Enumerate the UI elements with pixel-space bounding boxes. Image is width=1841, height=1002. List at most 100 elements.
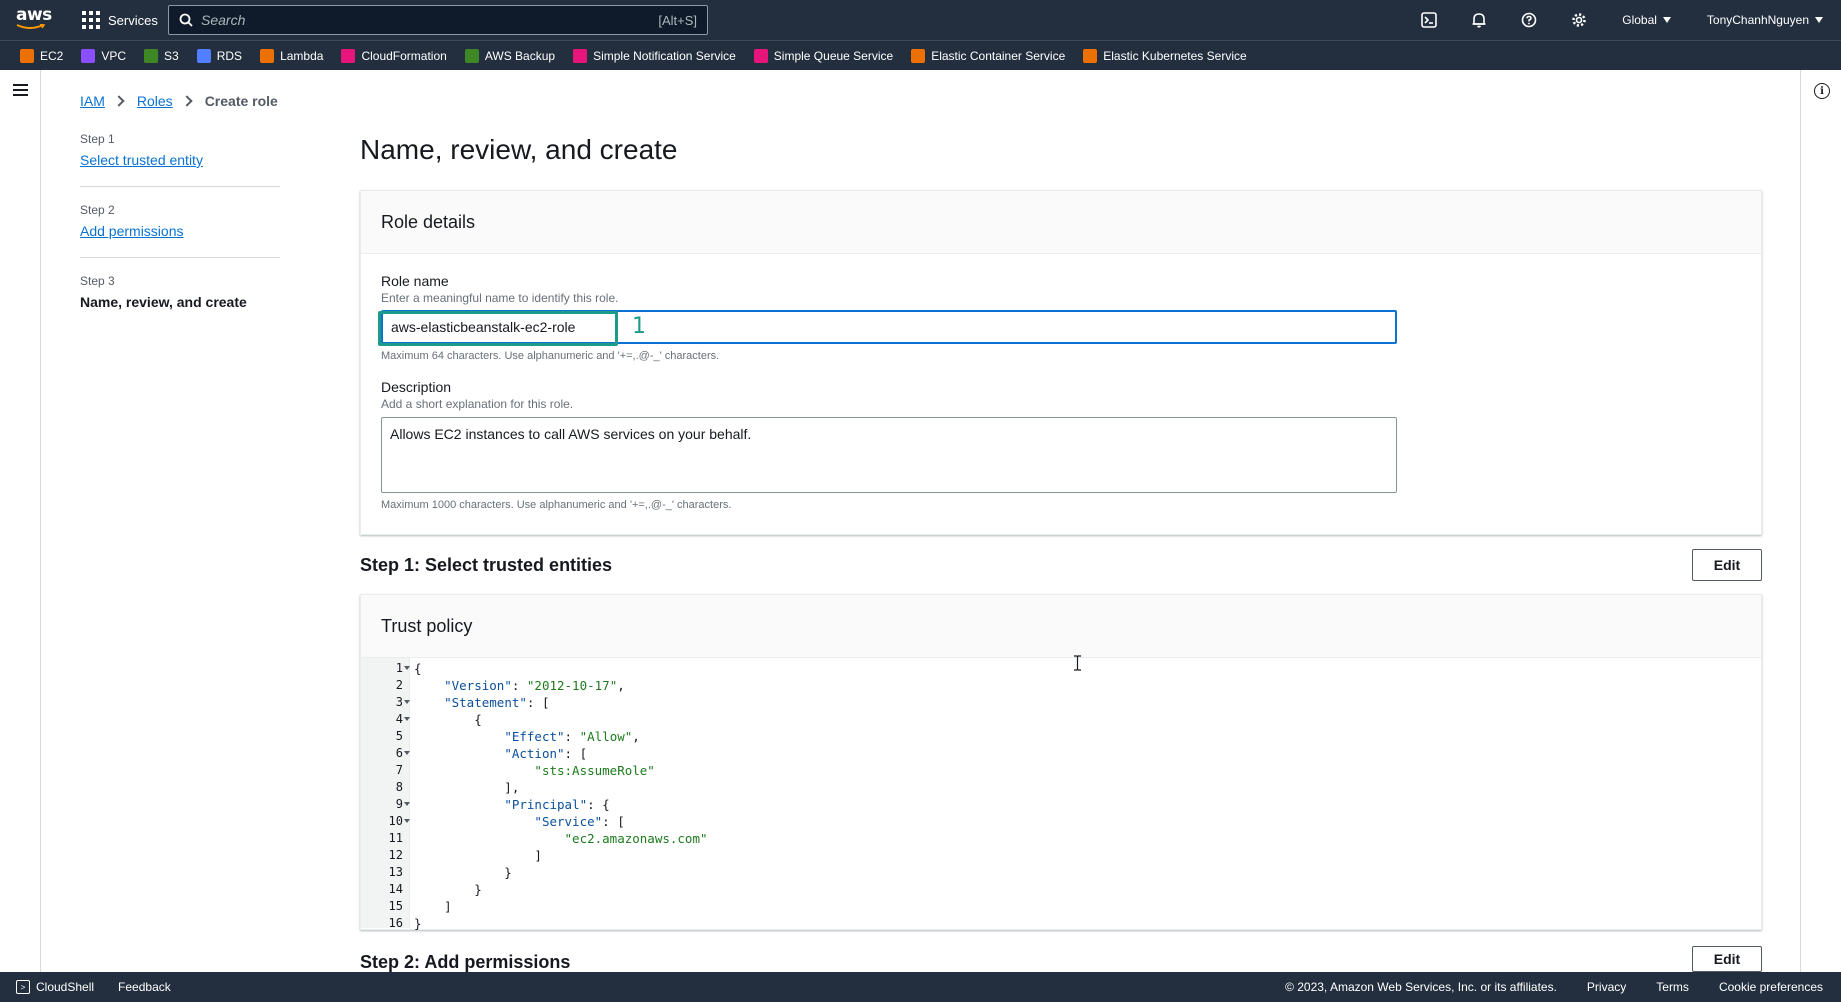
- step1-section-title: Step 1: Select trusted entities: [360, 555, 613, 575]
- breadcrumb: IAM Roles Create role: [80, 93, 278, 109]
- description-field: Description Add a short explanation for …: [381, 379, 1397, 511]
- breadcrumb-roles-link[interactable]: Roles: [136, 93, 173, 109]
- favorite-simple-notification-service[interactable]: Simple Notification Service: [573, 48, 736, 63]
- favorite-cloudformation[interactable]: CloudFormation: [341, 48, 447, 63]
- line-number: 15: [388, 899, 403, 913]
- role-details-panel: Role details Role name Enter a meaningfu…: [360, 190, 1762, 535]
- service-icon: [341, 48, 356, 63]
- right-rail: i: [1800, 70, 1841, 972]
- terminal-icon: [1421, 12, 1438, 28]
- cloudshell-label: CloudShell: [36, 980, 95, 994]
- region-selector[interactable]: Global: [1604, 13, 1689, 27]
- line-number: 9: [361, 796, 410, 813]
- service-icon: [573, 48, 588, 63]
- favorite-aws-backup[interactable]: AWS Backup: [464, 48, 556, 63]
- favorite-elastic-container-service[interactable]: Elastic Container Service: [911, 48, 1066, 63]
- breadcrumb-current: Create role: [204, 93, 278, 109]
- service-icon: [20, 48, 34, 63]
- line-number: 12: [388, 848, 403, 862]
- breadcrumb-iam-link[interactable]: IAM: [80, 93, 105, 109]
- service-icon: [144, 48, 159, 63]
- code-content[interactable]: { "Version": "2012-10-17", "Statement": …: [410, 658, 1761, 931]
- gear-icon: [1572, 13, 1586, 27]
- search-input[interactable]: [201, 12, 659, 28]
- step1-edit-button[interactable]: Edit: [1692, 549, 1762, 581]
- role-name-field: Role name Enter a meaningful name to ide…: [381, 273, 1397, 362]
- code-line: "sts:AssumeRole": [534, 763, 655, 778]
- favorite-elastic-kubernetes-service[interactable]: Elastic Kubernetes Service: [1083, 48, 1247, 63]
- role-name-desc: Enter a meaningful name to identify this…: [381, 291, 619, 305]
- code-line: "Service": [: [534, 814, 625, 829]
- line-number: 5: [395, 729, 403, 743]
- service-icon: [1083, 48, 1098, 63]
- services-label: Services: [108, 12, 158, 28]
- services-menu-button[interactable]: Services: [82, 8, 158, 32]
- line-number: 13: [388, 865, 403, 879]
- favorite-ec2[interactable]: EC2: [20, 48, 64, 63]
- favorite-lambda[interactable]: Lambda: [260, 48, 324, 63]
- step2-section-title: Step 2: Add permissions: [360, 952, 571, 972]
- favorite-label: S3: [164, 48, 179, 63]
- wizard-steps: Step 1 Select trusted entity Step 2 Add …: [80, 132, 280, 342]
- step-3-current: Name, review, and create: [80, 294, 247, 310]
- region-label: Global: [1622, 13, 1657, 27]
- aws-logo[interactable]: aws: [16, 6, 52, 34]
- cookie-preferences-link[interactable]: Cookie preferences: [1718, 980, 1823, 994]
- description-label: Description: [381, 379, 452, 395]
- step-1: Step 1 Select trusted entity: [80, 132, 280, 187]
- line-number: 3: [361, 694, 410, 711]
- step2-edit-button[interactable]: Edit: [1692, 946, 1762, 972]
- terms-link[interactable]: Terms: [1656, 980, 1689, 994]
- step-2: Step 2 Add permissions: [80, 203, 280, 258]
- text-cursor-icon: [1074, 655, 1081, 671]
- favorite-label: Elastic Container Service: [931, 48, 1066, 63]
- search-bar[interactable]: [Alt+S]: [168, 5, 708, 35]
- user-menu[interactable]: TonyChanhNguyen: [1689, 13, 1841, 27]
- favorite-label: RDS: [216, 48, 243, 63]
- line-number: 7: [395, 763, 403, 777]
- favorite-rds[interactable]: RDS: [196, 48, 243, 63]
- favorite-label: Lambda: [280, 48, 324, 63]
- favorite-label: AWS Backup: [484, 48, 556, 63]
- role-details-header: Role details: [361, 191, 1761, 254]
- description-textarea[interactable]: Allows EC2 instances to call AWS service…: [381, 417, 1397, 493]
- favorite-vpc[interactable]: VPC: [81, 48, 126, 63]
- code-line: "Version": "2012-10-17",: [444, 678, 625, 693]
- help-button[interactable]: [1504, 0, 1554, 40]
- cloudshell-nav-button[interactable]: [1404, 0, 1454, 40]
- favorite-label: EC2: [40, 48, 64, 63]
- favorite-simple-queue-service[interactable]: Simple Queue Service: [753, 48, 893, 63]
- info-icon[interactable]: i: [1814, 83, 1830, 99]
- step-2-link[interactable]: Add permissions: [80, 223, 184, 239]
- privacy-link[interactable]: Privacy: [1586, 980, 1627, 994]
- menu-toggle-button[interactable]: [13, 84, 28, 96]
- favorite-s3[interactable]: S3: [144, 48, 179, 63]
- step-2-label: Step 2: [80, 203, 115, 217]
- settings-button[interactable]: [1554, 0, 1604, 40]
- search-shortcut: [Alt+S]: [658, 12, 697, 28]
- notifications-button[interactable]: [1454, 0, 1504, 40]
- feedback-link[interactable]: Feedback: [118, 980, 171, 994]
- user-name: TonyChanhNguyen: [1706, 13, 1809, 27]
- role-name-input[interactable]: [381, 310, 1397, 344]
- left-rail: [0, 70, 41, 972]
- bell-icon: [1472, 13, 1486, 28]
- code-line: ]: [414, 899, 452, 914]
- line-number: 2: [395, 678, 403, 692]
- code-line: "Action": [: [504, 746, 588, 761]
- favorite-label: CloudFormation: [361, 48, 447, 63]
- grid-icon: [82, 11, 100, 29]
- favorites-bar: EC2 VPC S3 RDS Lambda CloudFormation AWS Backu…: [0, 40, 1841, 70]
- description-desc: Add a short explanation for this role.: [381, 397, 574, 411]
- step-1-link[interactable]: Select trusted entity: [80, 152, 203, 168]
- code-line: ]: [414, 848, 542, 863]
- service-icon: [260, 48, 275, 63]
- service-icon: [911, 48, 926, 63]
- help-icon: [1521, 12, 1537, 28]
- top-navigation: aws Services [Alt+S]: [0, 0, 1841, 40]
- aws-smile-icon: [16, 24, 46, 29]
- cloudshell-button[interactable]: > CloudShell: [16, 980, 94, 994]
- step-3-label: Step 3: [80, 274, 115, 288]
